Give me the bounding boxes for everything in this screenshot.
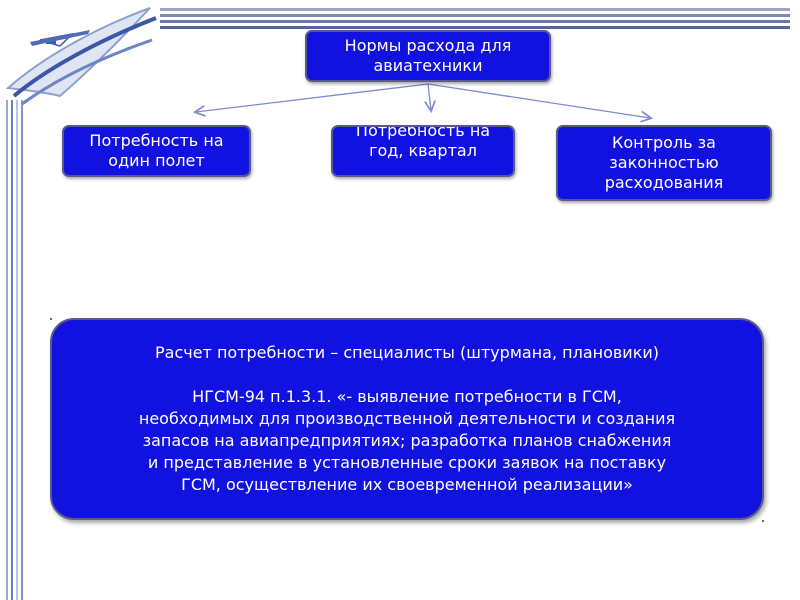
root-node: Нормы расхода для авиатехники xyxy=(305,30,551,82)
airplane-book-logo-icon xyxy=(5,7,157,106)
root-node-label: Нормы расхода для авиатехники xyxy=(344,36,512,75)
info-panel-line: запасов на авиапредприятиях; разработка … xyxy=(142,431,672,450)
info-panel-line: и представление в установленные сроки за… xyxy=(147,453,667,472)
decor-dot xyxy=(50,318,52,320)
info-panel-heading: Расчет потребности – специалисты (штурма… xyxy=(155,343,659,362)
child-node-per-flight: Потребность на один полет xyxy=(62,125,251,177)
info-panel-line: необходимых для производственной деятель… xyxy=(138,409,676,428)
arrow-to-child-1 xyxy=(196,83,429,112)
arrow-to-child-3 xyxy=(427,83,650,118)
decor-dot xyxy=(762,520,764,522)
child-node-per-year: Потребность на год, квартал xyxy=(331,125,515,177)
arrow-to-child-2 xyxy=(428,83,431,110)
child-node-label: Потребность на один полет xyxy=(89,131,224,170)
left-decor-bars xyxy=(6,100,26,600)
info-panel-line: ГСМ, осуществление их своевременной реал… xyxy=(181,475,633,494)
child-node-label: Потребность на год, квартал xyxy=(355,125,491,160)
info-panel-line: НГСМ-94 п.1.3.1. «- выявление потребност… xyxy=(192,387,622,406)
child-node-label: Контроль за законностью расходования xyxy=(604,133,724,192)
info-panel: Расчет потребности – специалисты (штурма… xyxy=(50,318,764,520)
child-node-control: Контроль за законностью расходования xyxy=(556,125,772,201)
header-stripes xyxy=(160,8,790,34)
